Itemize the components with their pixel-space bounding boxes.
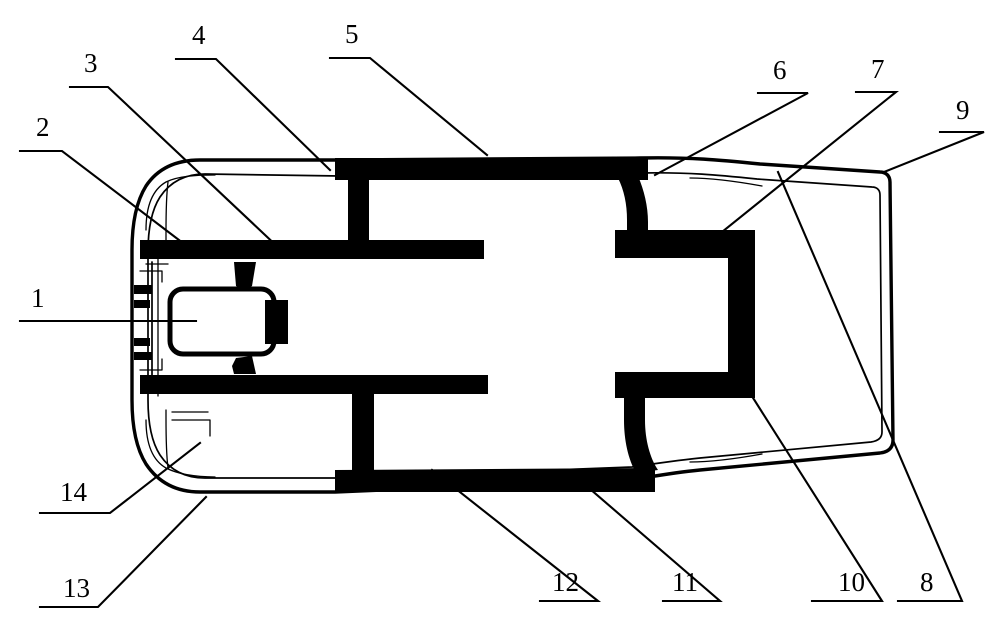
- leader-line-5: [328, 56, 489, 157]
- lower-right-riser: [624, 392, 658, 473]
- reference-numeral-9: 9: [956, 95, 970, 125]
- leader-line-4: [174, 57, 332, 172]
- leader-line-10: [746, 388, 884, 603]
- leader-line-8: [776, 170, 964, 603]
- reference-numeral-14: 14: [60, 477, 88, 507]
- upper-right-riser: [618, 176, 648, 243]
- leader-line-11: [566, 468, 723, 603]
- engine-block: [167, 286, 288, 357]
- reference-numeral-6: 6: [773, 55, 787, 85]
- upper-long-rail: [335, 158, 648, 180]
- lower-frame-assembly: [335, 392, 658, 492]
- leader-line-9: [882, 130, 985, 174]
- lower-mid-rail: [140, 375, 488, 394]
- leader-line-14: [38, 441, 202, 515]
- upper-frame-assembly: [335, 158, 648, 243]
- reference-numeral-10: 10: [838, 567, 865, 597]
- upper-left-riser: [348, 176, 369, 243]
- reference-numeral-2: 2: [36, 112, 50, 142]
- leader-line-13: [38, 495, 208, 609]
- reference-numeral-5: 5: [345, 19, 359, 49]
- reference-numeral-3: 3: [84, 48, 98, 78]
- reference-numeral-8: 8: [920, 567, 934, 597]
- leader-line-3: [68, 85, 283, 252]
- reference-numeral-4: 4: [192, 20, 206, 50]
- leader-line-6: [653, 91, 809, 177]
- leader-line-2: [18, 149, 198, 255]
- reference-leaders-group: [18, 56, 985, 609]
- reference-numeral-13: 13: [63, 573, 90, 603]
- reference-numeral-12: 12: [552, 567, 579, 597]
- rear-body-accents: [689, 177, 763, 463]
- rear-upper-arm: [615, 230, 755, 258]
- lower-long-rail: [335, 468, 655, 492]
- rear-frame-assembly: [615, 230, 755, 398]
- leader-line-12: [430, 468, 602, 603]
- rear-lower-arm: [615, 372, 755, 398]
- upper-mid-rail: [140, 240, 484, 259]
- lower-left-riser: [352, 392, 374, 472]
- leader-line-7: [710, 90, 899, 242]
- reference-numeral-7: 7: [871, 54, 885, 84]
- reference-numeral-1: 1: [31, 283, 45, 313]
- rear-vertical-web: [728, 230, 755, 398]
- front-suspension-arms: [232, 262, 256, 374]
- mid-side-rails: [140, 240, 488, 394]
- reference-numeral-11: 11: [672, 567, 698, 597]
